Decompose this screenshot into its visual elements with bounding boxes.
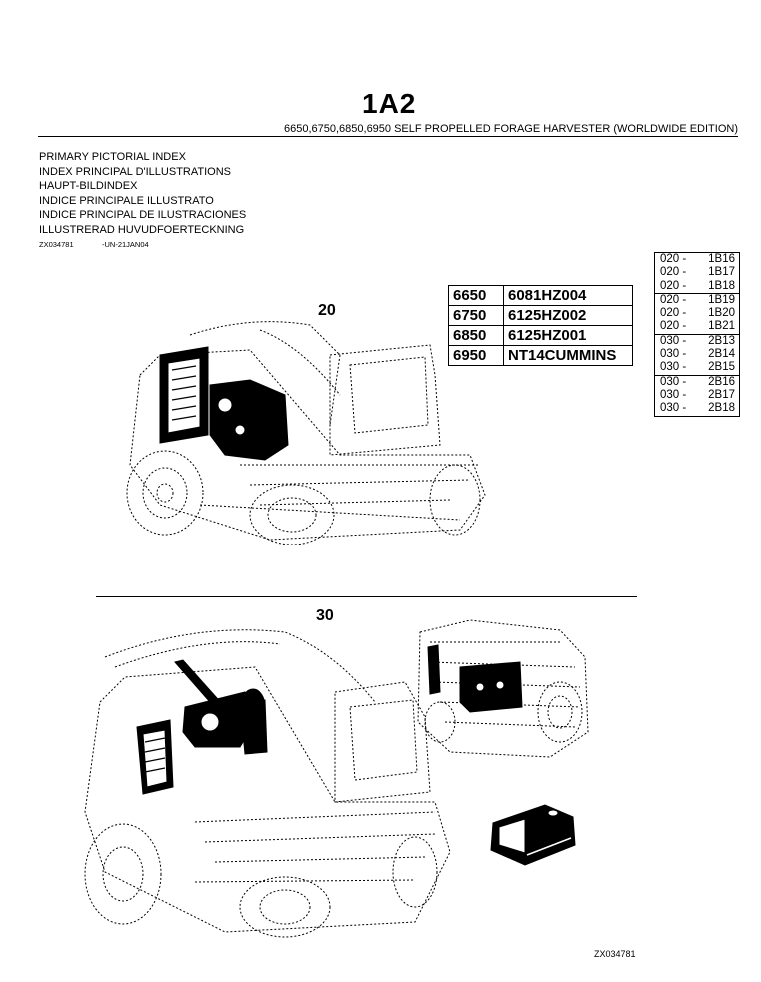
index-title: HAUPT-BILDINDEX bbox=[39, 180, 138, 193]
code-value: 2B17 bbox=[708, 388, 735, 401]
code-value: 2B15 bbox=[708, 361, 735, 374]
reference-code: ZX034781 bbox=[39, 240, 74, 249]
code-value: 1B16 bbox=[708, 253, 735, 265]
list-item[interactable]: 020 - 1B18 bbox=[655, 280, 739, 293]
model-cell: 6650 bbox=[448, 285, 504, 306]
engine-cell: 6081HZ004 bbox=[503, 285, 633, 306]
reference-date: -UN-21JAN04 bbox=[102, 240, 149, 249]
document-subtitle: 6650,6750,6850,6950 SELF PROPELLED FORAG… bbox=[283, 123, 738, 135]
index-title-list: PRIMARY PICTORIAL INDEX INDEX PRINCIPAL … bbox=[39, 150, 246, 238]
code-prefix: 030 - bbox=[660, 348, 687, 361]
code-value: 2B16 bbox=[708, 375, 735, 388]
index-title: INDEX PRINCIPAL D'ILLUSTRATIONS bbox=[39, 165, 231, 178]
code-value: 1B18 bbox=[708, 279, 735, 292]
harvester-engine-illustration bbox=[126, 321, 486, 545]
list-item[interactable]: 020 - 1B17 bbox=[655, 266, 739, 279]
code-value: 2B18 bbox=[708, 402, 735, 415]
code-value: 2B13 bbox=[708, 334, 735, 347]
code-value: 2B14 bbox=[708, 348, 735, 361]
list-item[interactable]: 030 - 2B15 bbox=[655, 361, 739, 374]
list-item[interactable]: 020 - 1B21 bbox=[655, 320, 739, 333]
table-row: 6750 6125HZ002 bbox=[448, 305, 633, 326]
engine-illustration bbox=[417, 619, 589, 758]
table-row: 6950 NT14CUMMINS bbox=[448, 345, 633, 366]
list-item[interactable]: 030 - 2B17 bbox=[655, 389, 739, 402]
engine-cell: 6125HZ001 bbox=[503, 325, 633, 346]
list-item[interactable]: 020 - 1B16 bbox=[655, 253, 739, 266]
code-prefix: 020 - bbox=[660, 307, 687, 320]
list-item[interactable]: 020 - 1B19 bbox=[655, 292, 739, 307]
list-item[interactable]: 030 - 2B13 bbox=[655, 333, 739, 348]
model-engine-table: 6650 6081HZ004 6750 6125HZ002 6850 6125H… bbox=[448, 285, 633, 366]
section-label-30: 30 bbox=[316, 607, 334, 624]
list-item[interactable]: 030 - 2B14 bbox=[655, 348, 739, 361]
code-value: 1B21 bbox=[708, 320, 735, 333]
page-code-table: 020 -1B16 020 -1B17 020 -1B18 020 -1B19 … bbox=[654, 252, 740, 417]
code-prefix: 020 - bbox=[660, 279, 687, 292]
code-prefix: 030 - bbox=[660, 375, 687, 388]
section-divider bbox=[96, 596, 637, 597]
code-prefix: 030 - bbox=[660, 402, 687, 415]
model-cell: 6950 bbox=[448, 345, 504, 366]
code-prefix: 030 - bbox=[660, 361, 687, 374]
table-row: 6650 6081HZ004 bbox=[448, 285, 633, 306]
code-value: 1B17 bbox=[708, 266, 735, 279]
index-title: INDICE PRINCIPALE ILLUSTRATO bbox=[39, 194, 214, 207]
code-value: 1B20 bbox=[708, 307, 735, 320]
engine-cell: NT14CUMMINS bbox=[503, 345, 633, 366]
engine-cell: 6125HZ002 bbox=[503, 305, 633, 326]
code-prefix: 020 - bbox=[660, 293, 687, 306]
model-cell: 6850 bbox=[448, 325, 504, 346]
title-rule bbox=[38, 136, 738, 137]
figure-code: ZX034781 bbox=[594, 949, 636, 959]
code-value: 1B19 bbox=[708, 293, 735, 306]
table-row: 6850 6125HZ001 bbox=[448, 325, 633, 346]
index-title: INDICE PRINCIPAL DE ILUSTRACIONES bbox=[39, 209, 247, 222]
index-title: PRIMARY PICTORIAL INDEX bbox=[39, 151, 186, 163]
code-prefix: 020 - bbox=[660, 253, 687, 265]
fuel-tank-illustration bbox=[490, 804, 576, 866]
code-prefix: 020 - bbox=[660, 266, 687, 279]
page-title: 1A2 bbox=[362, 88, 417, 119]
code-prefix: 020 - bbox=[660, 320, 687, 333]
code-prefix: 030 - bbox=[660, 388, 687, 401]
code-prefix: 030 - bbox=[660, 334, 687, 347]
list-item[interactable]: 020 - 1B20 bbox=[655, 307, 739, 320]
section-label-20: 20 bbox=[318, 302, 336, 319]
harvester-cooling-illustration bbox=[84, 629, 451, 938]
index-title: ILLUSTRERAD HUVUDFOERTECKNING bbox=[39, 223, 245, 236]
list-item[interactable]: 030 - 2B16 bbox=[655, 374, 739, 389]
list-item[interactable]: 030 - 2B18 bbox=[655, 402, 739, 415]
